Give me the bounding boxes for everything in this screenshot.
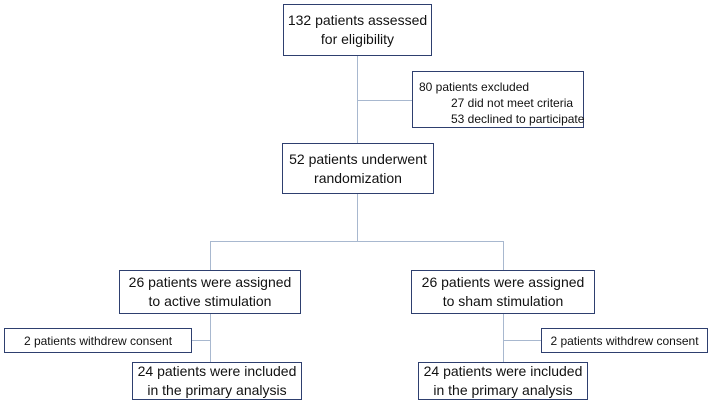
assessed-box: 132 patients assessed for eligibility <box>283 4 432 56</box>
excluded-box: 80 patients excluded 27 did not meet cri… <box>412 71 584 128</box>
active-withdrew-box: 2 patients withdrew consent <box>4 328 192 353</box>
excluded-reason-declined: 53 declined to participate <box>451 112 585 126</box>
connector-sham-analysis <box>503 313 505 362</box>
connector-active-analysis <box>210 313 212 362</box>
sham-assigned-box: 26 patients were assigned to sham stimul… <box>411 270 595 314</box>
assessed-line1: 132 patients assessed <box>287 12 428 28</box>
active-assigned-line1: 26 patients were assigned <box>128 274 292 290</box>
active-analysis-line2: in the primary analysis <box>147 382 287 398</box>
connector-to-active <box>210 241 212 270</box>
sham-analysis-box: 24 patients were included in the primary… <box>418 362 588 400</box>
assessed-line2: for eligibility <box>320 31 395 47</box>
connector-randomized-down <box>357 193 359 241</box>
active-analysis-box: 24 patients were included in the primary… <box>132 362 302 400</box>
randomized-line1: 52 patients underwent <box>289 150 427 167</box>
connector-to-sham <box>503 241 505 270</box>
connector-branch <box>210 241 504 243</box>
connector-to-excluded <box>357 100 412 102</box>
sham-analysis-line2: in the primary analysis <box>433 382 573 398</box>
sham-withdrew-text: 2 patients withdrew consent <box>550 333 699 348</box>
sham-withdrew-box: 2 patients withdrew consent <box>541 328 708 353</box>
active-assigned-box: 26 patients were assigned to active stim… <box>119 270 301 314</box>
active-analysis-line1: 24 patients were included <box>137 363 297 379</box>
randomized-box: 52 patients underwent randomization <box>282 143 434 194</box>
connector-sham-withdrew <box>503 340 541 342</box>
connector-active-withdrew <box>192 340 211 342</box>
active-assigned-line2: to active stimulation <box>148 293 272 309</box>
sham-analysis-line1: 24 patients were included <box>423 363 583 379</box>
sham-assigned-line2: to sham stimulation <box>442 293 564 309</box>
randomized-line2: randomization <box>314 169 402 186</box>
active-withdrew-text: 2 patients withdrew consent <box>23 333 173 348</box>
connector-assessed-randomized <box>357 55 359 143</box>
sham-assigned-line1: 26 patients were assigned <box>421 274 585 290</box>
excluded-reason-criteria: 27 did not meet criteria <box>451 96 574 110</box>
excluded-title: 80 patients excluded <box>419 80 530 94</box>
